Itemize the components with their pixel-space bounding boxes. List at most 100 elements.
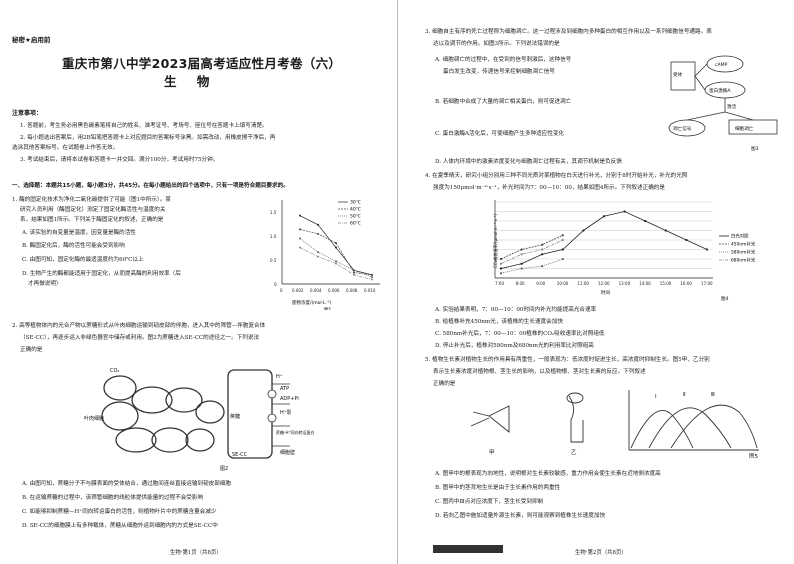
data-point bbox=[685, 238, 688, 242]
label-co2: CO₂ bbox=[110, 368, 119, 374]
label-receptor: 受体 bbox=[673, 71, 683, 78]
chart-xlabel: 底物浓度/(mol·L⁻¹) bbox=[292, 299, 332, 306]
note-line: 3. 考试结束后，请将本试卷和答题卡一并交回。满分100分，考试用时75分钟。 bbox=[20, 157, 219, 163]
legend-label: 30℃ bbox=[350, 200, 361, 206]
q5-stem: 表示生长素浓度对植物根、茎生长的影响，以及植物根、茎对生长素的反应。下列叙述 bbox=[433, 369, 646, 375]
q2-option-c: C. 如能够抑制蔗糖—H⁺同向转运蛋白的活性，则植物叶片中的蔗糖含量会减少 bbox=[22, 509, 217, 515]
data-point bbox=[623, 210, 626, 213]
data-point bbox=[299, 214, 301, 217]
q4-stem: 4. 在夏季晴天，研究小组分别用三种不同光质对某植物在白天进行补光，分别于8时开… bbox=[425, 173, 688, 179]
data-point bbox=[561, 238, 564, 242]
q4-option-d: D. 停止补光后，植株对580nm及680nm光的利用率比对照组高 bbox=[435, 343, 594, 349]
q2-option-a: A. 由图可知，蔗糖分子不与膜表面的受体结合，通过胞间连丝直接运输到韧皮部细胞 bbox=[22, 481, 231, 487]
page-1: 秘密★启用前 重庆市第八中学2023届高考适应性月考卷（六） 生 物 注意事项：… bbox=[12, 36, 380, 556]
label-pump: H⁺泵 bbox=[280, 410, 291, 416]
figure-5-diagram: 甲 乙 Ⅰ Ⅱ Ⅲ 图5 bbox=[470, 390, 759, 458]
q3-option-c: C. 蛋白激酶A活化后，可使细胞产生多种适应性变化 bbox=[435, 131, 565, 137]
q5-stem: 正确的是 bbox=[433, 381, 456, 387]
x-tick-label: 10:00 bbox=[557, 281, 569, 286]
label-jia: 甲 bbox=[489, 449, 495, 456]
data-point bbox=[520, 248, 523, 251]
data-point bbox=[353, 269, 355, 272]
x-tick-label: 14:00 bbox=[639, 281, 651, 286]
x-tick-label: 15:00 bbox=[660, 281, 672, 286]
chart-x-tick: 0.010 bbox=[364, 288, 376, 293]
chart-x-tick: 0 bbox=[280, 288, 283, 293]
figure-caption: 图2 bbox=[220, 466, 228, 472]
q1-stem: 系，结果如图1所示。下列关于酶固定化的叙述，正确的是 bbox=[20, 217, 164, 223]
series-line bbox=[299, 228, 373, 276]
series-line bbox=[500, 234, 563, 260]
x-tick-label: 13:00 bbox=[619, 281, 631, 286]
data-point bbox=[317, 255, 319, 258]
q1-option-c: C. 由图可知，固定化酶的最适温度约为60℃以上 bbox=[22, 257, 144, 263]
note-line: 选涂其他答案标号。在试题卷上作答无效。 bbox=[12, 145, 119, 151]
data-point bbox=[299, 246, 301, 249]
page-divider bbox=[397, 0, 398, 564]
data-point bbox=[561, 234, 564, 237]
chart-y-tick: 0 bbox=[274, 282, 277, 287]
chart-y-tick: 1.0 bbox=[270, 234, 277, 239]
q1-option-d: D. 生物产生的酶都能适用于固定化，从而提高酶的利用效率（后 bbox=[22, 271, 181, 277]
chart-y-tick: 0.5 bbox=[270, 258, 277, 263]
series-line bbox=[500, 258, 563, 274]
label-transporter: 蔗糖-H⁺同向转运蛋白 bbox=[276, 429, 315, 435]
data-point bbox=[664, 229, 667, 232]
label-pka: 蛋白激酶A bbox=[709, 87, 731, 94]
label-mesophyll: 叶肉细胞 bbox=[84, 415, 104, 422]
chart-y-tick: 1.5 bbox=[270, 210, 277, 215]
data-point bbox=[499, 257, 503, 261]
data-point bbox=[499, 267, 503, 270]
q3-option-a-cont: 蛋白发生改变，传递信号来控制细胞凋亡信号 bbox=[443, 69, 555, 75]
data-point bbox=[335, 260, 337, 263]
x-tick-label: 16:00 bbox=[680, 281, 692, 286]
legend-label: 50℃ bbox=[350, 214, 361, 220]
q5-option-a: A. 图甲中的根表现为向地性，说明根对生长素较敏感，重力作用会使生长素在近地侧浓… bbox=[435, 471, 661, 477]
legend-label: 60℃ bbox=[350, 221, 361, 227]
series-line bbox=[299, 215, 373, 276]
figure-2-diagram: CO₂ 叶肉细胞 蔗糖 SE-CC H⁺ ATP ADP+Pi H⁺泵 蔗糖-H… bbox=[84, 368, 315, 472]
chart-ylabel: CO₂吸收速率/(μmol·m⁻²·s⁻¹) bbox=[492, 214, 498, 268]
data-point bbox=[299, 228, 301, 231]
legend-label: 白光对照 bbox=[731, 233, 749, 240]
data-point bbox=[561, 257, 564, 261]
legend-label: 580nm补光 bbox=[731, 249, 756, 256]
label-sucrose: 蔗糖 bbox=[230, 413, 240, 420]
x-tick-label: 8:00 bbox=[516, 281, 525, 286]
q2-stem: 2. 高等植物体内的光合产物以蔗糖形式从叶肉细胞运输到韧皮部的伴胞，进入其中的筛… bbox=[12, 323, 266, 329]
q3-stem: 达以及调节的作用。如图3所示。下列说法错误的是 bbox=[433, 41, 560, 47]
x-tick-label: 11:00 bbox=[577, 281, 589, 286]
figure-caption: 图3 bbox=[751, 146, 759, 152]
data-point bbox=[520, 267, 523, 270]
q3-stem: 3. 细胞自主有序的死亡过程称为细胞凋亡。这一过程涉及到细胞内多种蛋白的相互作用… bbox=[425, 29, 712, 35]
note-line: 1. 答题前，考生务必用黑色碳素笔将自己的姓名、准考证号、考场号、座位号在答题卡… bbox=[20, 123, 268, 129]
page-2: 3. 细胞自主有序的死亡过程称为细胞凋亡。这一过程涉及到细胞内多种蛋白的相互作用… bbox=[399, 0, 794, 564]
label-signal: 凋亡信号 bbox=[673, 125, 692, 132]
x-tick-label: 17:00 bbox=[701, 281, 713, 286]
q4-option-c: C. 580nm补光后，7：00—10：00植株的CO₂吸收速率比对照组低 bbox=[435, 331, 605, 337]
legend-label: 450nm补光 bbox=[731, 241, 756, 248]
scan-mark bbox=[433, 545, 503, 553]
figure-caption: 图5 bbox=[749, 452, 759, 458]
q5-option-d: D. 若向乙图中施加适量外源生长素，则可能观察到植株生长速度加快 bbox=[435, 513, 606, 519]
label-adp: ADP+Pi bbox=[280, 396, 299, 402]
figure-1-chart: 30℃40℃50℃60℃ 底物浓度/(mol·L⁻¹) 图1 0 0.5 1.0… bbox=[270, 200, 380, 310]
q1-option-b: B. 酶固定化后，酶的活性可能会受到影响 bbox=[22, 243, 125, 249]
q2-option-d: D. SE-CC的细胞膜上有多种载体，蔗糖从细胞外运到细胞内的方式是SE-CC中 bbox=[22, 523, 218, 529]
q1-option-a: A. 该实验的自变量是温度，因变量是酶的活性 bbox=[22, 230, 136, 236]
data-point bbox=[317, 223, 319, 226]
q5-stem: 5. 植物生长素对植物生长的作用具有两重性，一般表现为：低浓度时促进生长，高浓度… bbox=[425, 357, 710, 363]
q5-option-b: B. 图甲中的茎背地生长是由于生长素作用的两重性 bbox=[435, 485, 561, 491]
q4-option-b: B. 给植株补充450nm光，该植株的生长速度会加快 bbox=[435, 319, 563, 325]
data-point bbox=[335, 242, 337, 244]
q1-stem: 研究人员利用（酶固定化）测定了固定化酶活性与温度的关 bbox=[20, 207, 166, 213]
label-curve-1: Ⅰ bbox=[655, 394, 657, 400]
q3-option-b: B. 若细胞中合成了大量的凋亡相关蛋白，则可促进凋亡 bbox=[435, 99, 572, 105]
data-point bbox=[561, 248, 564, 251]
q2-stem: 正确的是 bbox=[20, 347, 43, 353]
chart-x-tick: 0.002 bbox=[292, 288, 304, 293]
x-tick-label: 9:00 bbox=[536, 281, 545, 286]
data-point bbox=[541, 253, 544, 256]
data-point bbox=[371, 276, 373, 279]
